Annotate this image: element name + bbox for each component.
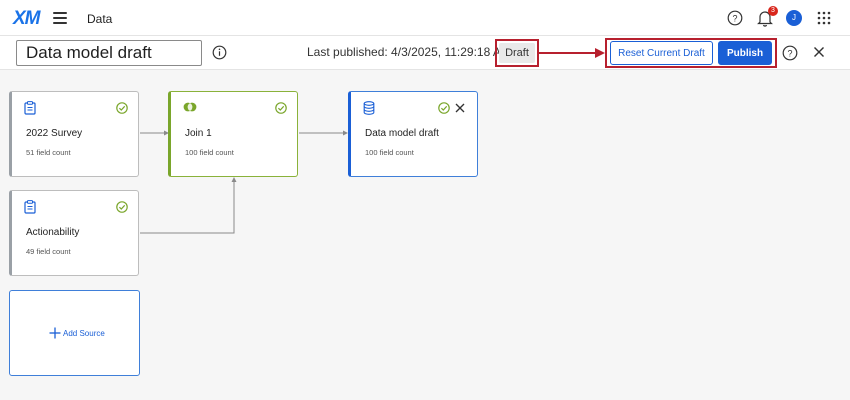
- xm-logo[interactable]: XM: [13, 8, 40, 29]
- plus-icon: [49, 327, 61, 339]
- app-grid-icon[interactable]: [817, 11, 831, 25]
- field-count: 49 field count: [26, 247, 71, 256]
- check-circle-icon: [275, 102, 287, 114]
- help-icon[interactable]: ?: [782, 45, 798, 61]
- card-title: 2022 Survey: [26, 128, 83, 139]
- callout-arrow-icon: [539, 48, 605, 58]
- check-circle-icon: [116, 102, 128, 114]
- card-title: Data model draft: [365, 128, 439, 139]
- hamburger-menu-icon[interactable]: [53, 12, 67, 24]
- top-navigation-bar: XM Data ? 3 J: [0, 0, 850, 36]
- draft-callout-box: [495, 39, 539, 67]
- reset-current-draft-button[interactable]: Reset Current Draft: [610, 41, 713, 65]
- help-icon[interactable]: ?: [727, 10, 743, 26]
- check-circle-icon: [438, 102, 450, 114]
- join-venn-icon: [183, 102, 197, 112]
- source-card-actionability[interactable]: Actionability 49 field count: [9, 190, 139, 276]
- field-count: 100 field count: [185, 148, 234, 157]
- field-count: 51 field count: [26, 148, 71, 157]
- card-title: Join 1: [185, 128, 212, 139]
- survey-clipboard-icon: [24, 200, 36, 214]
- data-model-canvas[interactable]: 2022 Survey 51 field count Actionability…: [0, 70, 850, 400]
- notification-count-badge: 3: [768, 6, 778, 16]
- svg-text:?: ?: [787, 49, 792, 59]
- add-source-label: Add Source: [63, 329, 105, 338]
- model-name-input[interactable]: [16, 40, 202, 66]
- publish-button[interactable]: Publish: [718, 41, 772, 65]
- actions-callout-box: [605, 38, 777, 68]
- last-published-text: Last published: 4/3/2025, 11:29:18 AM: [307, 45, 511, 59]
- connector-lines: [140, 130, 348, 234]
- data-model-header: Last published: 4/3/2025, 11:29:18 AM Dr…: [0, 36, 850, 70]
- add-source-button[interactable]: Add Source: [9, 290, 140, 376]
- source-card-2022-survey[interactable]: 2022 Survey 51 field count: [9, 91, 139, 177]
- survey-clipboard-icon: [24, 101, 36, 115]
- status-badge: Draft: [499, 43, 535, 63]
- info-icon[interactable]: [212, 45, 227, 60]
- user-avatar[interactable]: J: [786, 10, 802, 26]
- join-card[interactable]: Join 1 100 field count: [168, 91, 298, 177]
- close-icon[interactable]: [813, 46, 825, 58]
- field-count: 100 field count: [365, 148, 414, 157]
- notifications-bell-icon[interactable]: [757, 9, 773, 27]
- check-circle-icon: [116, 201, 128, 213]
- card-title: Actionability: [26, 227, 80, 238]
- svg-text:?: ?: [732, 14, 737, 24]
- close-icon[interactable]: [455, 103, 465, 113]
- database-icon: [363, 101, 375, 115]
- output-card-data-model[interactable]: Data model draft 100 field count: [348, 91, 478, 177]
- app-title: Data: [87, 12, 113, 26]
